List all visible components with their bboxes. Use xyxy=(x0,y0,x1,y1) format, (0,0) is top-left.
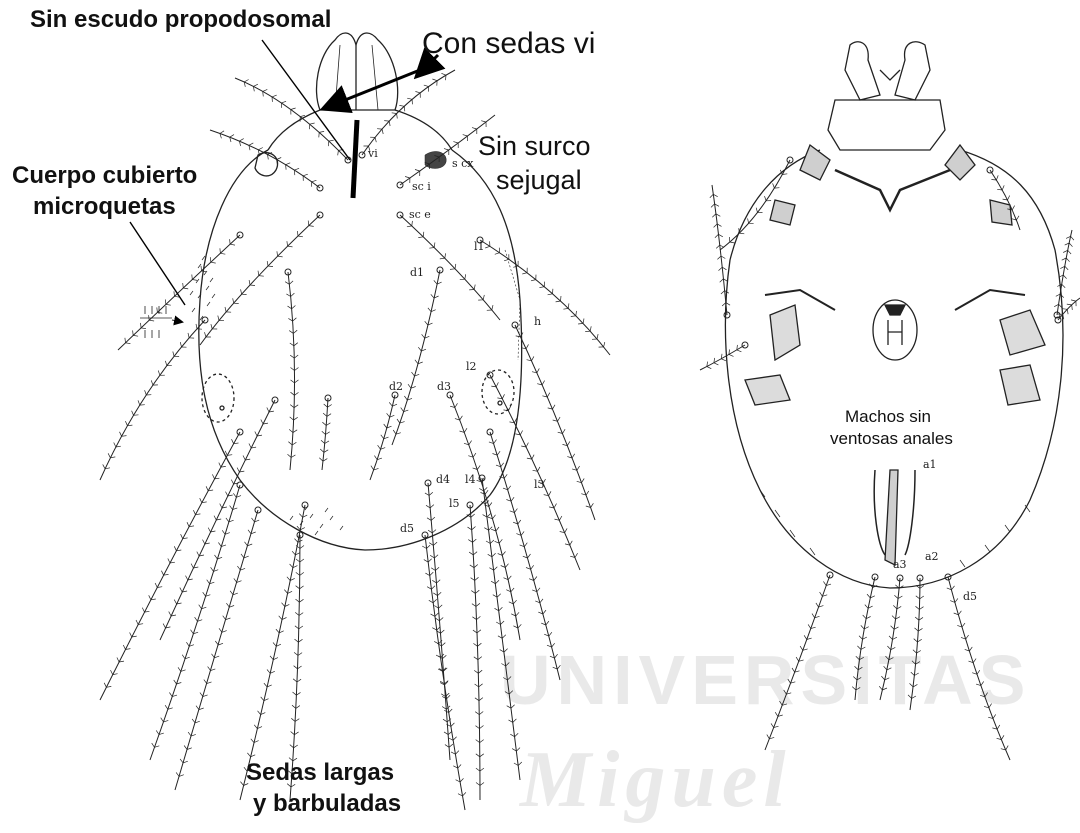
dorsal-body-outline xyxy=(199,150,522,550)
seta-l2-left xyxy=(100,317,208,480)
ventral-gnathosoma xyxy=(828,100,945,150)
seta-label-d3: d3 xyxy=(437,380,451,393)
pointer-no-shield xyxy=(262,40,350,160)
ventral-view xyxy=(725,42,1063,588)
seta-label-sci: sc i xyxy=(412,180,431,193)
seta-label-d2: d2 xyxy=(389,380,403,393)
seta-l3-right xyxy=(487,429,560,680)
microquetas-patch xyxy=(190,256,343,535)
annotation-males-line2: ventosas anales xyxy=(830,429,953,449)
coxa-left-plate xyxy=(770,305,800,360)
seta-label-vi: vi xyxy=(368,147,378,160)
seta-label-l1: l1 xyxy=(474,240,485,253)
seta-d3-right xyxy=(447,392,521,640)
seta-label-a2: a2 xyxy=(925,550,939,563)
annotation-long-setae-line2: y barbuladas xyxy=(253,790,401,818)
seta-label-l5: l5 xyxy=(449,497,460,510)
anal-slit xyxy=(885,470,898,565)
seta-label-d5: d5 xyxy=(400,522,414,535)
seta-ventral-a2 xyxy=(908,575,924,710)
seta-sce-left xyxy=(200,212,323,345)
seta-label-scx: s cx xyxy=(452,157,474,170)
seta-ventral-a3-left xyxy=(852,574,878,700)
seta-d1-right xyxy=(392,267,443,445)
seta-d2-left xyxy=(319,395,331,470)
seta-l4-left xyxy=(175,507,261,790)
annotation-males-line1: Machos sin xyxy=(845,407,931,427)
pointer-setae-vi xyxy=(325,70,420,108)
seta-d4-right xyxy=(425,480,453,760)
seta-label-l3: l3 xyxy=(534,478,545,491)
seta-l4-right xyxy=(479,475,522,780)
seta-ventral-a3-right xyxy=(879,575,903,700)
seta-label-d5-ventral: d5 xyxy=(963,590,977,603)
ventral-setae xyxy=(700,157,1080,760)
seta-label-sce: sc e xyxy=(409,208,431,221)
annotation-no-groove-line2: sejugal xyxy=(496,165,582,196)
seta-l1-left xyxy=(118,232,243,350)
annotation-body-line1: Cuerpo cubierto xyxy=(12,162,197,190)
dorsal-pseudostigma-left xyxy=(255,153,278,176)
seta-d3-left xyxy=(160,397,278,640)
annotation-no-shield: Sin escudo propodosomal xyxy=(30,6,331,34)
seta-ventral-d5-right xyxy=(945,574,1010,760)
annotation-long-setae-line1: Sedas largas xyxy=(246,759,394,787)
annotation-setae-vi: Con sedas vi xyxy=(422,27,595,62)
seta-ventral-coxa-left xyxy=(700,342,748,370)
annotation-no-groove-line1: Sin surco xyxy=(478,131,591,162)
annotation-body-line2: microquetas xyxy=(33,193,176,221)
seta-label-a3: a3 xyxy=(893,558,907,571)
seta-label-a1: a1 xyxy=(923,458,937,471)
seta-sci-left xyxy=(210,130,323,191)
dorsal-gnathosoma xyxy=(316,33,397,110)
seta-label-d1: d1 xyxy=(410,266,424,279)
seta-ventral-d5-left xyxy=(765,572,833,750)
seta-d2-right xyxy=(370,392,398,480)
dorsal-propodosoma xyxy=(268,110,452,150)
seta-d1-left xyxy=(285,269,299,470)
pointer-body xyxy=(130,222,185,305)
seta-vi-left xyxy=(235,78,351,163)
coxal-apodeme xyxy=(835,170,950,210)
seta-l5-right xyxy=(467,502,484,800)
propodosomal-line xyxy=(353,120,357,198)
seta-label-h: h xyxy=(534,315,541,328)
seta-l1-right xyxy=(477,237,610,355)
seta-label-l2: l2 xyxy=(466,360,477,373)
seta-label-d4: d4 xyxy=(436,473,450,486)
coxa-right-plate xyxy=(1000,310,1045,355)
seta-l3-left xyxy=(100,429,243,700)
seta-label-l4: l4 xyxy=(465,473,476,486)
seta-ventral-lateral-left xyxy=(710,185,730,318)
seta-h-right xyxy=(512,322,595,520)
